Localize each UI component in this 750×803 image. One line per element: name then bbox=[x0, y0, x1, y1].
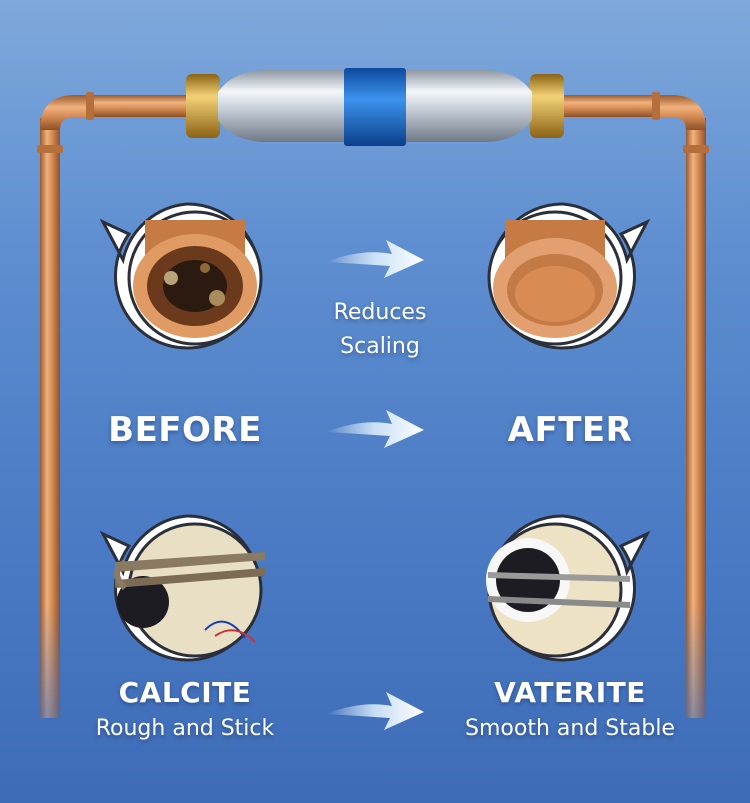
brass-fitting-left bbox=[186, 74, 220, 138]
device-blue-band bbox=[344, 68, 406, 146]
vaterite-subtitle: Smooth and Stable bbox=[465, 716, 675, 741]
before-label: BEFORE bbox=[108, 410, 262, 450]
after-label: AFTER bbox=[507, 410, 633, 450]
element-calcite-icon bbox=[99, 514, 265, 662]
arrow-right-icon bbox=[326, 240, 424, 278]
vaterite-title: VATERITE bbox=[494, 676, 646, 709]
element-vaterite-icon bbox=[486, 514, 651, 662]
arrow-right-icon bbox=[326, 410, 424, 448]
brass-fitting-right bbox=[530, 74, 564, 138]
calcite-title: CALCITE bbox=[118, 676, 252, 709]
arrow-right-icon bbox=[326, 692, 424, 730]
pipe-after-icon bbox=[487, 202, 651, 350]
caption-scaling: Scaling bbox=[340, 334, 420, 359]
caption-reduces: Reduces bbox=[333, 300, 427, 325]
calcite-subtitle: Rough and Stick bbox=[95, 716, 275, 741]
pipe-before-icon bbox=[99, 202, 263, 350]
